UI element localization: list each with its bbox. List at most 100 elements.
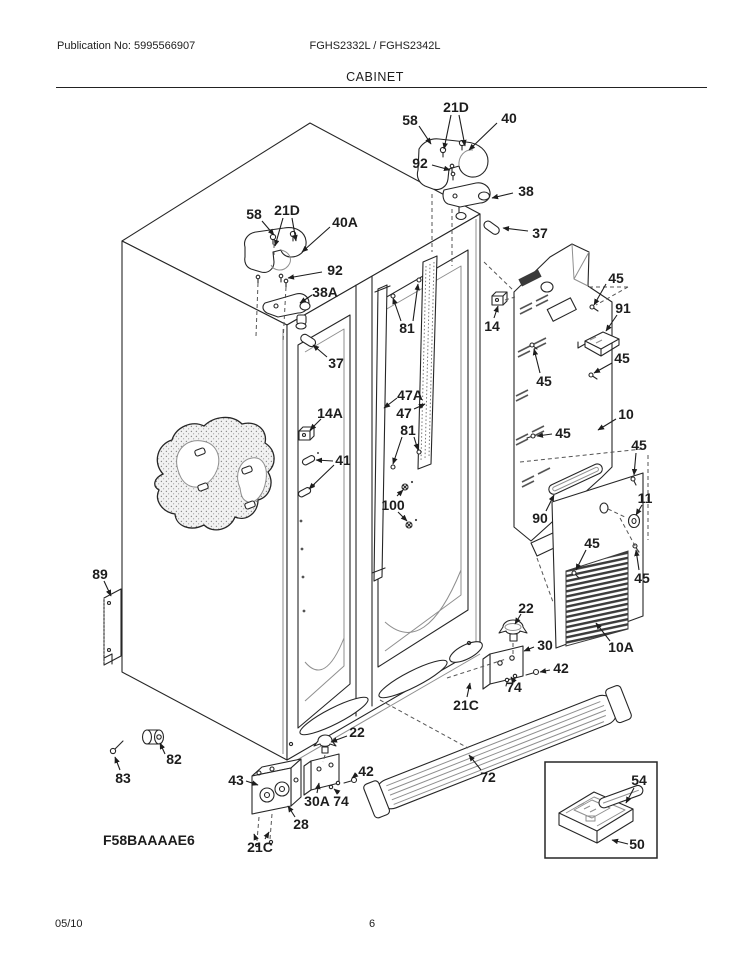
part-callout-42: 42 [553, 660, 569, 676]
figure-code: F58BAAAAE6 [103, 832, 195, 848]
part-callout-21D: 21D [443, 99, 469, 115]
part-callout-45: 45 [631, 437, 647, 453]
part-callout-30A: 30A [304, 793, 330, 809]
top-hinge-left [244, 227, 317, 348]
screw-83 [109, 740, 124, 755]
leader-line-21C [263, 831, 270, 840]
part-callout-58: 58 [402, 112, 418, 128]
part-callout-14: 14 [484, 318, 500, 334]
leader-line-41 [308, 464, 335, 490]
leader-line-74 [333, 788, 341, 795]
part-callout-45: 45 [555, 425, 571, 441]
leader-line-21C [466, 682, 472, 698]
part-callout-45: 45 [614, 350, 630, 366]
hinge-bracket-38a [262, 293, 310, 318]
leader-line-100 [396, 489, 404, 497]
part-callout-21C: 21C [247, 839, 273, 855]
leader-line-81 [392, 297, 402, 322]
rail-screws-81 [390, 277, 422, 470]
part-callout-22: 22 [349, 724, 365, 740]
leader-line-41 [315, 457, 334, 464]
part-callout-81: 81 [399, 320, 415, 336]
part-callout-92: 92 [327, 262, 343, 278]
part-callout-37: 37 [328, 355, 344, 371]
leader-line-40A [301, 226, 331, 253]
grille-panel-10a [551, 472, 644, 649]
leader-line-100 [397, 511, 408, 522]
part-callout-41: 41 [335, 452, 351, 468]
leader-line-22 [514, 613, 522, 625]
leader-line-83 [114, 756, 121, 771]
leader-line-21D [291, 217, 298, 242]
screws-92-left [255, 273, 289, 288]
leader-line-38A [299, 294, 313, 304]
leader-line-37 [312, 344, 328, 358]
leader-line-72 [468, 754, 482, 771]
leader-line-45 [631, 452, 638, 476]
part-callout-81: 81 [400, 422, 416, 438]
part-callout-72: 72 [480, 769, 496, 785]
leader-line-43 [245, 780, 259, 786]
leader-line-42 [539, 668, 551, 674]
leveling-foot-right-22 [498, 619, 528, 642]
part-callout-89: 89 [92, 566, 108, 582]
leader-line-38 [491, 192, 514, 200]
leader-line-92 [287, 271, 323, 280]
leader-line-74 [510, 676, 517, 684]
part-callout-21C: 21C [453, 697, 479, 713]
leader-line-47A [383, 397, 398, 409]
part-callout-43: 43 [228, 772, 244, 788]
header-divider [56, 87, 707, 89]
leader-line-10A [595, 622, 611, 642]
leader-line-10 [597, 418, 617, 431]
model-numbers: FGHS2332L / FGHS2342L [309, 40, 441, 52]
side-plate-89 [103, 588, 122, 666]
screw-42-left [343, 776, 358, 784]
leader-line-81 [412, 283, 420, 322]
leader-line-58 [261, 220, 275, 236]
bracket-91 [577, 331, 620, 357]
part-callout-50: 50 [629, 836, 645, 852]
part-callout-100: 100 [381, 497, 405, 513]
part-callout-45: 45 [608, 270, 624, 286]
part-callout-28: 28 [293, 816, 309, 832]
leader-line-82 [159, 742, 166, 755]
insulation-pad [154, 416, 275, 531]
mounting-rails [297, 255, 438, 582]
roller-assembly-43 [251, 758, 302, 848]
part-callout-30: 30 [537, 637, 553, 653]
footer-date: 05/10 [55, 918, 83, 930]
part-callout-83: 83 [115, 770, 131, 786]
screws-100 [401, 480, 418, 529]
leader-line-30 [523, 646, 535, 652]
screws-92-right [449, 163, 456, 181]
leader-line-21D [274, 217, 284, 247]
part-callout-74: 74 [506, 679, 522, 695]
part-callout-45: 45 [584, 535, 600, 551]
part-callout-47A: 47A [397, 387, 423, 403]
part-callout-22: 22 [518, 600, 534, 616]
kickplate-72 [363, 685, 632, 819]
bracket-30a [303, 753, 358, 796]
rail-47 [417, 255, 438, 470]
leader-line-92 [431, 164, 451, 172]
leader-line-14 [493, 305, 499, 319]
part-callout-37: 37 [532, 225, 548, 241]
part-callout-14A: 14A [317, 405, 343, 421]
part-callout-45: 45 [634, 570, 650, 586]
hinge-bracket-38 [442, 182, 491, 208]
part-callout-82: 82 [166, 751, 182, 767]
leader-line-21C [253, 833, 259, 841]
part-callout-74: 74 [333, 793, 349, 809]
publication-number: Publication No: 5995566907 [57, 40, 196, 52]
part-callout-21D: 21D [274, 202, 300, 218]
footer-page-number: 6 [369, 918, 376, 930]
grommet-11 [627, 513, 641, 529]
leader-line-89 [103, 580, 112, 597]
leader-line-22 [330, 735, 348, 743]
leader-line-14A [309, 418, 322, 431]
leader-line-40 [468, 122, 498, 151]
leader-line-50 [611, 838, 629, 845]
